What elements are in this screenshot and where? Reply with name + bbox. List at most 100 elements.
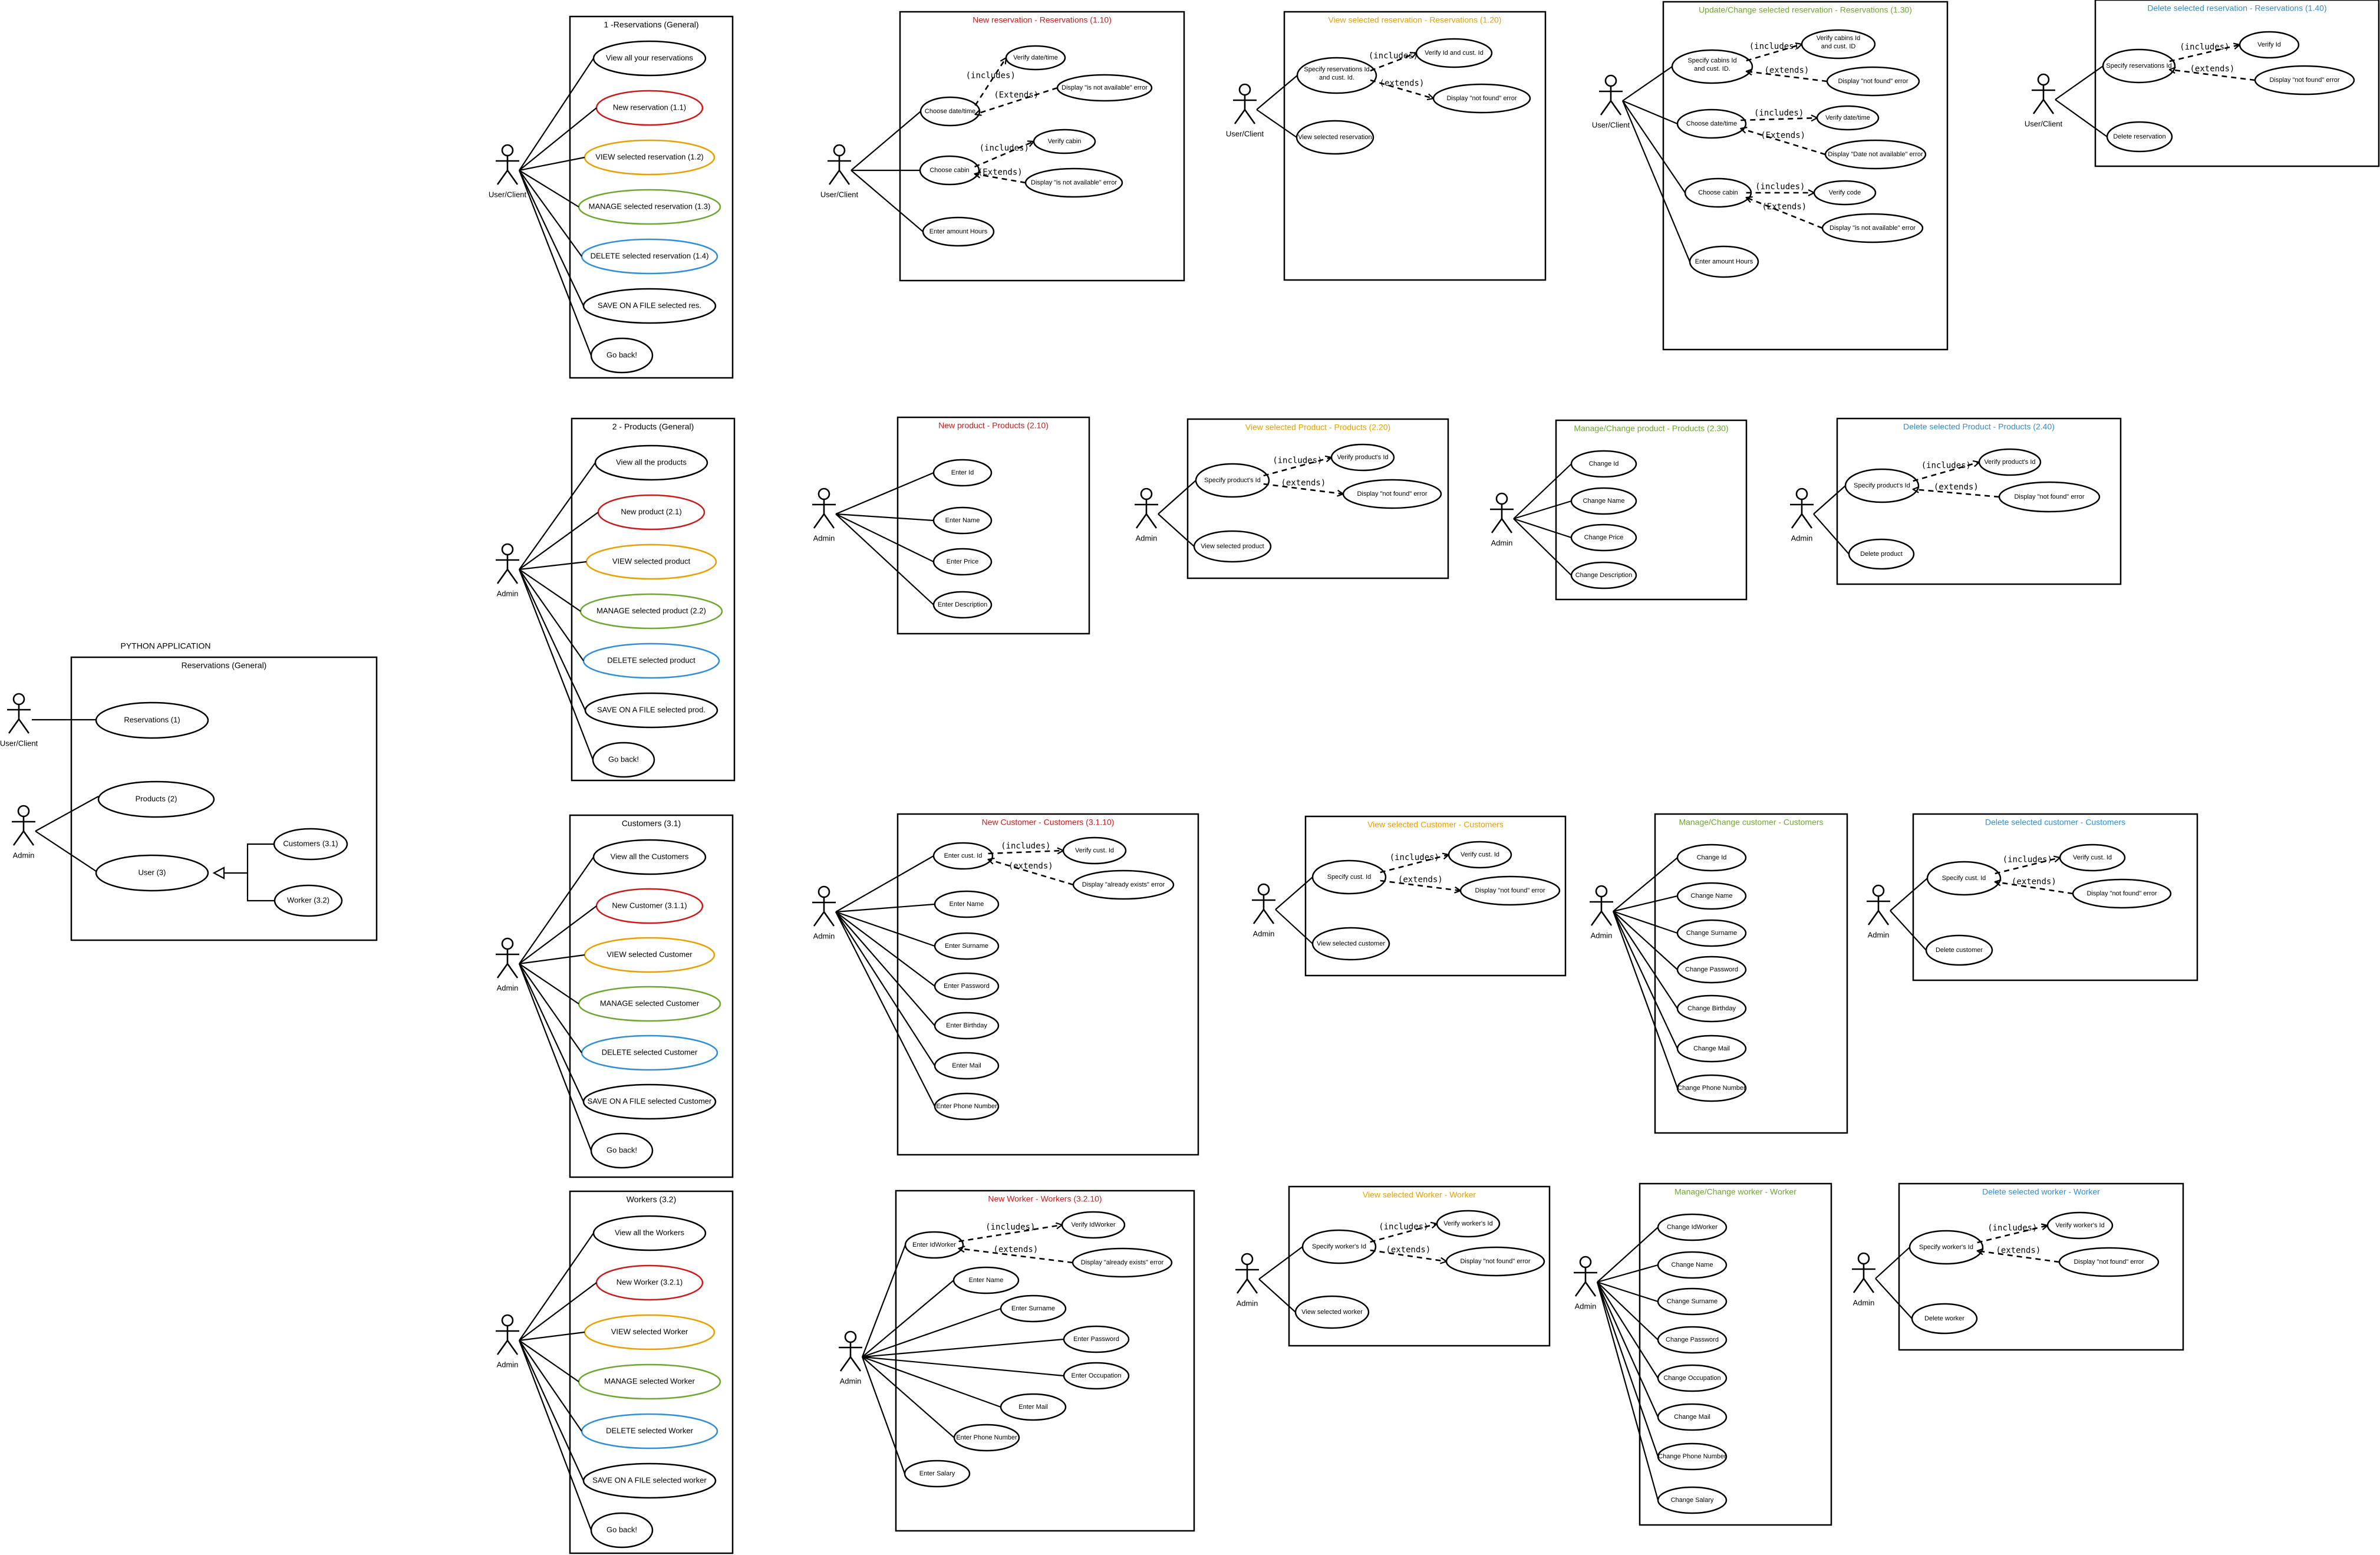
uc-new-worker-1[interactable]: Enter Surname — [1000, 1294, 1067, 1323]
uc-cabin-error[interactable]: Display "is not available" error — [1024, 167, 1123, 198]
uc-new-customer-5[interactable]: Enter Phone Number — [934, 1092, 1000, 1121]
uc-menu-workers-5[interactable]: SAVE ON A FILE selected worker — [582, 1462, 717, 1499]
uc-enter-cust-id[interactable]: Enter cust. Id — [932, 842, 994, 870]
uc-view-product-error[interactable]: Display "not found" error — [1342, 479, 1442, 509]
uc-worker[interactable]: Worker (3.2) — [273, 884, 343, 917]
uc-new-worker-4[interactable]: Enter Mail — [1000, 1393, 1067, 1421]
uc-menu-reservations-3[interactable]: MANAGE selected reservation (1.3) — [578, 189, 721, 225]
uc-verify-cabin[interactable]: Verify cabin — [1033, 129, 1096, 154]
uc-menu-customers-3[interactable]: MANAGE selected Customer — [578, 986, 721, 1022]
uc-menu-customers-5[interactable]: SAVE ON A FILE selected Customer — [582, 1083, 717, 1120]
uc-new-product-0[interactable]: Enter Id — [932, 459, 993, 487]
uc-view-customer-error[interactable]: Display "not found" error — [1459, 875, 1561, 906]
uc-update-cabin-error[interactable]: Display "is not available" error — [1821, 213, 1924, 243]
uc-worker-exists-error[interactable]: Display "already exists" error — [1072, 1247, 1173, 1278]
uc-new-customer-1[interactable]: Enter Surname — [934, 932, 1000, 960]
uc-view-worker-verify[interactable]: Verify worker's Id — [1436, 1210, 1501, 1238]
uc-menu-workers-4[interactable]: DELETE selected Worker — [581, 1413, 718, 1449]
uc-new-product-1[interactable]: Enter Name — [932, 506, 993, 535]
uc-manage-product-1[interactable]: Change Name — [1570, 487, 1637, 515]
uc-delete-product-error[interactable]: Display "not found" error — [1998, 481, 2101, 513]
uc-update-verify-date[interactable]: Verify date/time — [1816, 105, 1880, 131]
uc-delete-worker-verify[interactable]: Verify worker's Id — [2046, 1211, 2114, 1240]
uc-menu-products-6[interactable]: Go back! — [592, 742, 655, 778]
uc-menu-workers-1[interactable]: New Worker (3.2.1) — [595, 1264, 704, 1301]
uc-new-worker-2[interactable]: Enter Password — [1063, 1325, 1130, 1353]
uc-delete-product[interactable]: Delete product — [1848, 538, 1915, 570]
uc-manage-worker-4[interactable]: Change Occupation — [1657, 1364, 1728, 1392]
uc-manage-product-2[interactable]: Change Price — [1570, 523, 1637, 552]
uc-manage-worker-5[interactable]: Change Mail — [1657, 1403, 1728, 1431]
uc-date-error[interactable]: Display "is not available" error — [1056, 74, 1153, 102]
uc-update-not-found[interactable]: Display "not found" error — [1826, 66, 1920, 97]
uc-manage-worker-2[interactable]: Change Surname — [1657, 1287, 1728, 1316]
uc-manage-customer-2[interactable]: Change Surname — [1676, 919, 1747, 947]
uc-enter-hours[interactable]: Enter amount Hours — [922, 216, 995, 247]
uc-new-worker-6[interactable]: Enter Salary — [904, 1460, 971, 1488]
uc-manage-worker-1[interactable]: Change Name — [1657, 1251, 1728, 1279]
uc-manage-customer-4[interactable]: Change Birthday — [1676, 994, 1747, 1023]
uc-menu-workers-2[interactable]: VIEW selected Worker — [584, 1314, 716, 1350]
uc-delete-customer-verify[interactable]: Verify cust. Id — [2059, 844, 2126, 872]
uc-menu-workers-6[interactable]: Go back! — [590, 1512, 654, 1549]
uc-menu-reservations-4[interactable]: DELETE selected reservation (1.4) — [581, 238, 718, 275]
uc-reservations[interactable]: Reservations (1) — [95, 701, 209, 739]
uc-verify-reservation[interactable]: Verify Id and cust. Id — [1415, 38, 1493, 68]
uc-delete-customer-specify[interactable]: Specify cust. Id — [1926, 861, 2002, 896]
uc-manage-worker-0[interactable]: Change IdWorker — [1657, 1213, 1728, 1241]
uc-view-product-specify[interactable]: Specify product's Id — [1195, 463, 1270, 498]
uc-menu-reservations-2[interactable]: VIEW selected reservation (1.2) — [584, 139, 716, 176]
uc-manage-worker-7[interactable]: Change Salary — [1657, 1486, 1728, 1514]
uc-delete-customer-error[interactable]: Display "not found" error — [2072, 878, 2172, 909]
uc-delete-error[interactable]: Display "not found" error — [2254, 65, 2355, 95]
uc-update-cabin[interactable]: Choose cabin — [1684, 177, 1752, 208]
uc-manage-worker-3[interactable]: Change Password — [1657, 1326, 1728, 1354]
uc-verify-idworker[interactable]: Verify IdWorker — [1061, 1211, 1126, 1239]
uc-cust-exists-error[interactable]: Display "already exists" error — [1072, 869, 1175, 900]
uc-menu-products-4[interactable]: DELETE selected product — [582, 643, 720, 679]
uc-menu-products-5[interactable]: SAVE ON A FILE selected prod. — [584, 692, 718, 729]
uc-products[interactable]: Products (2) — [97, 780, 215, 818]
uc-menu-customers-2[interactable]: VIEW selected Customer — [584, 937, 716, 973]
uc-manage-customer-3[interactable]: Change Password — [1676, 956, 1747, 984]
uc-customers[interactable]: Customers (3.1) — [273, 828, 348, 861]
uc-menu-customers-4[interactable]: DELETE selected Customer — [581, 1035, 718, 1071]
uc-new-product-2[interactable]: Enter Price — [932, 548, 993, 576]
uc-view-worker-error[interactable]: Display "not found" error — [1445, 1246, 1545, 1277]
uc-menu-reservations-6[interactable]: Go back! — [590, 337, 654, 374]
uc-delete-worker-specify[interactable]: Specify worker's Id — [1908, 1230, 1984, 1265]
uc-view-customer-verify[interactable]: Verify cust. Id — [1448, 841, 1512, 869]
uc-view-product[interactable]: View selected product — [1193, 530, 1272, 563]
uc-new-customer-2[interactable]: Enter Password — [934, 972, 1000, 1000]
uc-new-worker-3[interactable]: Enter Occupation — [1063, 1362, 1130, 1390]
uc-user[interactable]: User (3) — [95, 854, 209, 892]
uc-update-date-error[interactable]: Display "Date not available" error — [1824, 139, 1927, 170]
uc-verify-cust-id[interactable]: Verify cust. Id — [1062, 836, 1127, 865]
uc-reservation-error[interactable]: Display "not found" error — [1432, 83, 1531, 114]
uc-view-customer[interactable]: View selected customer — [1311, 927, 1390, 961]
uc-view-worker-specify[interactable]: Specify worker's Id — [1301, 1229, 1377, 1264]
uc-menu-reservations-5[interactable]: SAVE ON A FILE selected res. — [582, 288, 717, 324]
uc-delete-worker-error[interactable]: Display "not found" error — [2058, 1247, 2160, 1277]
uc-delete-specify[interactable]: Specify reservations Id — [2102, 48, 2176, 84]
uc-menu-products-1[interactable]: New product (2.1) — [597, 494, 706, 531]
uc-menu-workers-0[interactable]: View all the Workers — [592, 1215, 707, 1251]
uc-manage-product-0[interactable]: Change Id — [1570, 450, 1637, 478]
uc-delete-customer[interactable]: Delete customer — [1925, 934, 1993, 966]
uc-manage-customer-0[interactable]: Change Id — [1676, 844, 1747, 872]
uc-menu-customers-6[interactable]: Go back! — [590, 1132, 654, 1169]
uc-enter-idworker[interactable]: Enter IdWorker — [904, 1231, 964, 1259]
uc-manage-product-3[interactable]: Change Description — [1570, 561, 1637, 589]
uc-manage-customer-6[interactable]: Change Phone Number — [1676, 1074, 1747, 1102]
uc-view-product-verify[interactable]: Verify product's Id — [1330, 443, 1395, 472]
uc-menu-products-3[interactable]: MANAGE selected product (2.2) — [579, 593, 723, 630]
uc-new-worker-0[interactable]: Enter Name — [952, 1266, 1020, 1294]
uc-update-verify-code[interactable]: Verify code — [1813, 180, 1877, 206]
uc-manage-customer-1[interactable]: Change Name — [1676, 882, 1747, 910]
uc-delete-worker[interactable]: Delete worker — [1911, 1303, 1978, 1335]
uc-new-worker-5[interactable]: Enter Phone Number — [953, 1424, 1020, 1452]
uc-menu-reservations-0[interactable]: View all your reservations — [592, 40, 707, 77]
